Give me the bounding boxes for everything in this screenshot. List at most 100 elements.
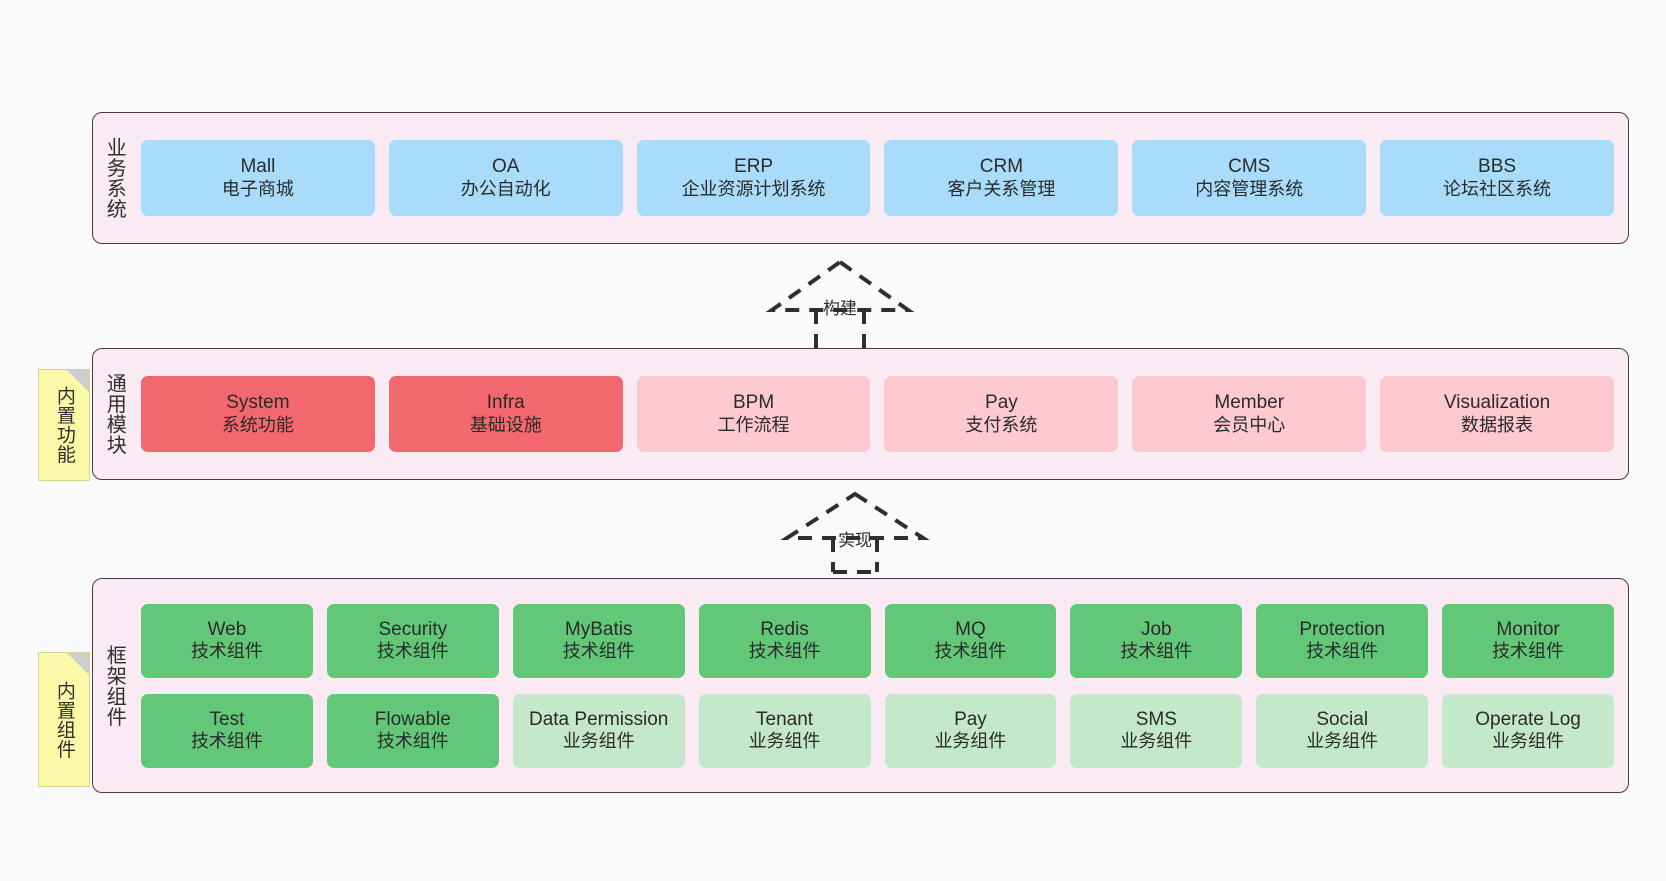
node-infra[interactable]: Infra 基础设施 [388, 376, 623, 452]
framework-tech-row: Web 技术组件 Security 技术组件 MyBatis 技术组件 Redi… [141, 603, 1614, 678]
node-mq[interactable]: MQ 技术组件 [884, 603, 1057, 678]
node-mybatis[interactable]: MyBatis 技术组件 [512, 603, 685, 678]
node-bbs-name: BBS [1478, 156, 1517, 178]
node-monitor[interactable]: Monitor 技术组件 [1442, 603, 1614, 678]
node-infra-name: Infra [486, 392, 525, 414]
node-security-desc: 技术组件 [376, 641, 449, 662]
node-tenant[interactable]: Tenant 业务组件 [698, 693, 871, 768]
layer-modules-body: System 系统功能 Infra 基础设施 BPM 工作流程 Pay 支付系统… [135, 349, 1628, 479]
connector-implement-label: 实现 [838, 531, 872, 550]
node-tenant-name: Tenant [756, 708, 814, 730]
node-oa-desc: 办公自动化 [460, 178, 551, 199]
node-pay-component-name: Pay [954, 708, 987, 730]
node-visualization[interactable]: Visualization 数据报表 [1380, 376, 1614, 452]
node-bbs-desc: 论坛社区系统 [1443, 178, 1552, 199]
node-bpm-name: BPM [732, 392, 775, 414]
sticky-note-builtin-components-label: 内置组件 [53, 680, 75, 759]
node-erp-name: ERP [734, 156, 774, 178]
connector-build-arrow: 构建 [760, 258, 920, 352]
connector-build-label: 构建 [823, 299, 857, 318]
node-job[interactable]: Job 技术组件 [1070, 603, 1243, 678]
node-erp[interactable]: ERP 企业资源计划系统 [636, 140, 871, 216]
framework-business-row: Test 技术组件 Flowable 技术组件 Data Permission … [141, 693, 1614, 768]
layer-business-systems: 业务系统 Mall 电子商城 OA 办公自动化 ERP 企业资源计划系统 CRM [92, 112, 1629, 244]
node-protection-desc: 技术组件 [1306, 641, 1379, 662]
node-data-permission[interactable]: Data Permission 业务组件 [512, 693, 685, 768]
node-social[interactable]: Social 业务组件 [1256, 693, 1429, 768]
node-sms-desc: 业务组件 [1120, 731, 1193, 752]
node-social-name: Social [1316, 708, 1369, 730]
node-mybatis-desc: 技术组件 [562, 641, 635, 662]
node-web-desc: 技术组件 [190, 641, 263, 662]
node-oa[interactable]: OA 办公自动化 [388, 140, 623, 216]
layer-modules-title: 通用模块 [103, 373, 126, 455]
node-pay-module-name: Pay [985, 392, 1018, 414]
node-redis-name: Redis [760, 618, 809, 640]
modules-node-row: System 系统功能 Infra 基础设施 BPM 工作流程 Pay 支付系统… [141, 376, 1614, 452]
sticky-note-builtin-features-label: 内置功能 [53, 386, 75, 464]
node-protection[interactable]: Protection 技术组件 [1256, 603, 1429, 678]
node-sms[interactable]: SMS 业务组件 [1070, 693, 1243, 768]
node-cms-desc: 内容管理系统 [1195, 178, 1304, 199]
node-operate-log-desc: 业务组件 [1492, 731, 1565, 752]
node-pay-module[interactable]: Pay 支付系统 [884, 376, 1119, 452]
node-flowable-desc: 技术组件 [376, 731, 449, 752]
node-cms-name: CMS [1228, 156, 1271, 178]
node-crm-name: CRM [979, 156, 1024, 178]
node-member[interactable]: Member 会员中心 [1132, 376, 1367, 452]
business-node-row: Mall 电子商城 OA 办公自动化 ERP 企业资源计划系统 CRM 客户关系… [141, 140, 1614, 216]
node-oa-name: OA [492, 156, 520, 178]
node-security[interactable]: Security 技术组件 [326, 603, 499, 678]
node-bbs[interactable]: BBS 论坛社区系统 [1380, 140, 1614, 216]
node-erp-desc: 企业资源计划系统 [681, 178, 826, 199]
node-crm[interactable]: CRM 客户关系管理 [884, 140, 1119, 216]
node-pay-component[interactable]: Pay 业务组件 [884, 693, 1057, 768]
layer-common-modules: 通用模块 System 系统功能 Infra 基础设施 BPM 工作流程 Pay [92, 348, 1629, 480]
node-system-name: System [226, 392, 290, 414]
node-redis-desc: 技术组件 [748, 641, 821, 662]
node-flowable-name: Flowable [374, 708, 451, 730]
node-mybatis-name: MyBatis [564, 618, 633, 640]
layer-framework-title: 框架组件 [103, 644, 126, 727]
layer-business-title: 业务系统 [103, 137, 126, 219]
note-fold-corner-icon [67, 653, 89, 675]
node-visualization-desc: 数据报表 [1461, 414, 1534, 435]
node-monitor-desc: 技术组件 [1492, 641, 1565, 662]
node-pay-module-desc: 支付系统 [965, 414, 1038, 435]
node-tenant-desc: 业务组件 [748, 731, 821, 752]
node-job-desc: 技术组件 [1120, 641, 1193, 662]
node-mall-name: Mall [240, 156, 276, 178]
node-mall[interactable]: Mall 电子商城 [141, 140, 375, 216]
node-crm-desc: 客户关系管理 [947, 178, 1056, 199]
node-visualization-name: Visualization [1443, 392, 1551, 414]
node-mq-desc: 技术组件 [934, 641, 1007, 662]
node-mq-name: MQ [955, 618, 986, 640]
node-system[interactable]: System 系统功能 [141, 376, 375, 452]
node-test[interactable]: Test 技术组件 [141, 693, 313, 768]
node-cms[interactable]: CMS 内容管理系统 [1132, 140, 1367, 216]
note-fold-corner-icon [67, 370, 89, 392]
node-redis[interactable]: Redis 技术组件 [698, 603, 871, 678]
node-data-permission-name: Data Permission [528, 708, 669, 730]
sticky-note-builtin-features: 内置功能 [38, 369, 90, 481]
node-sms-name: SMS [1135, 708, 1177, 730]
node-bpm-desc: 工作流程 [717, 414, 790, 435]
node-protection-name: Protection [1299, 618, 1385, 640]
sticky-note-builtin-components: 内置组件 [38, 652, 90, 787]
node-bpm[interactable]: BPM 工作流程 [636, 376, 871, 452]
node-operate-log-name: Operate Log [1475, 708, 1581, 730]
node-test-name: Test [209, 708, 245, 730]
node-member-desc: 会员中心 [1213, 414, 1286, 435]
node-web[interactable]: Web 技术组件 [141, 603, 313, 678]
node-monitor-name: Monitor [1496, 618, 1560, 640]
node-data-permission-desc: 业务组件 [562, 731, 635, 752]
node-member-name: Member [1214, 392, 1285, 414]
layer-business-body: Mall 电子商城 OA 办公自动化 ERP 企业资源计划系统 CRM 客户关系… [135, 113, 1628, 243]
node-system-desc: 系统功能 [221, 414, 294, 435]
node-web-name: Web [207, 618, 247, 640]
node-operate-log[interactable]: Operate Log 业务组件 [1442, 693, 1614, 768]
layer-framework-components: 框架组件 Web 技术组件 Security 技术组件 MyBatis 技术组件… [92, 578, 1629, 793]
node-flowable[interactable]: Flowable 技术组件 [326, 693, 499, 768]
node-test-desc: 技术组件 [190, 731, 263, 752]
